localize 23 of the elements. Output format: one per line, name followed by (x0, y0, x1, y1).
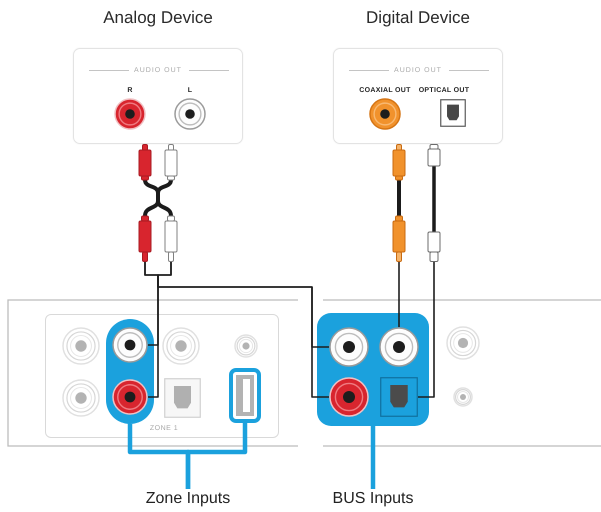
optical-port-icon (380, 377, 418, 417)
input-panel (45, 314, 279, 438)
coaxial-cable (391, 144, 407, 262)
rca-jack-icon (379, 327, 419, 367)
rca-jack-icon (112, 327, 148, 363)
rca-jack-icon (329, 327, 369, 367)
device-title: Digital Device (366, 8, 470, 28)
rca-jack-icon (112, 379, 148, 415)
optical-cable (426, 144, 442, 262)
connection-line (157, 262, 329, 348)
group-label: BUS Inputs (332, 489, 414, 509)
input-highlight (317, 313, 429, 426)
connection-line (144, 262, 329, 398)
input-highlight (106, 319, 154, 424)
device-title: Analog Device (103, 8, 213, 28)
leader-line (370, 426, 376, 489)
rca-jack-icon (329, 377, 369, 417)
rca-y-cable (136, 144, 180, 262)
connection-line (398, 262, 400, 327)
group-label: Zone Inputs (146, 489, 230, 509)
connection-line (418, 262, 435, 398)
leader-line (186, 423, 248, 489)
usb-port-icon (229, 368, 261, 423)
